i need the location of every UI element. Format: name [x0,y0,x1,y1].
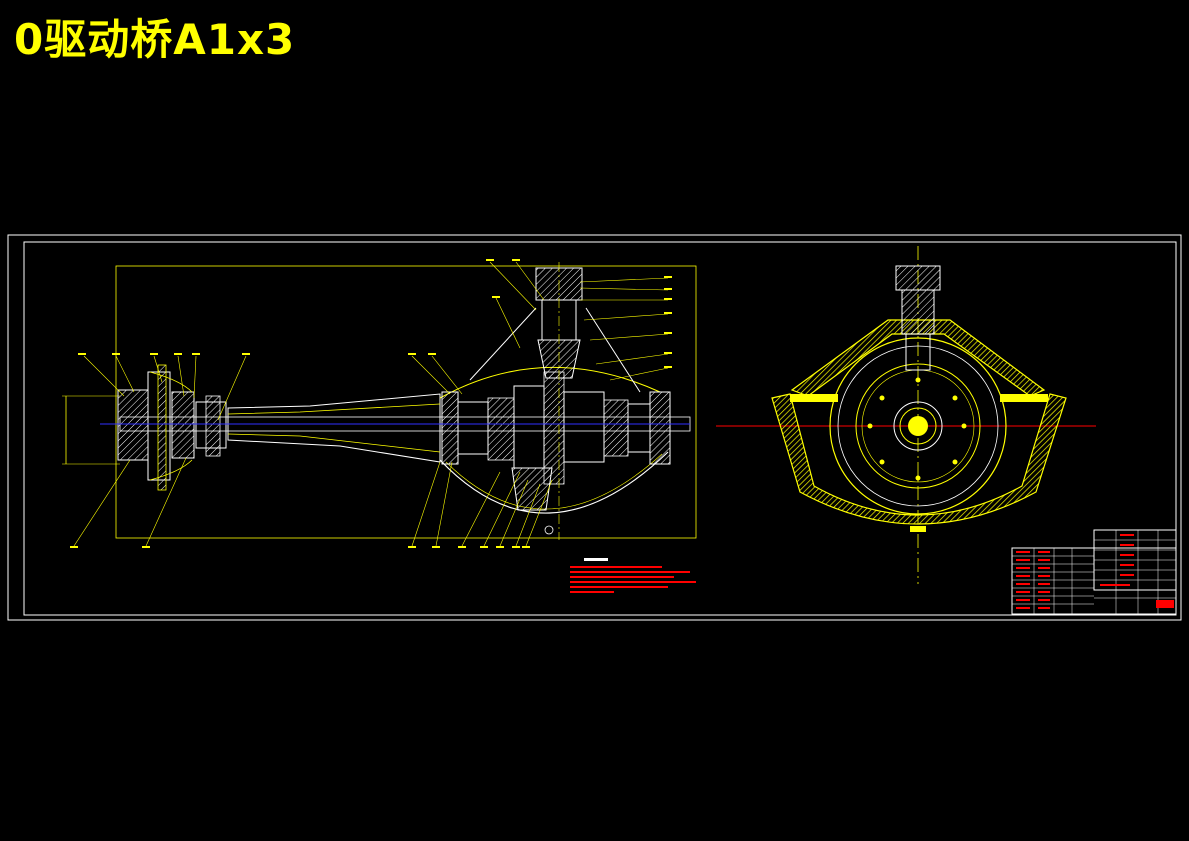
main-section-view [62,259,697,548]
side-view [716,246,1096,584]
technical-requirements [570,558,696,593]
title-block [1011,529,1177,615]
page-title: 0驱动桥A1x3 [14,15,296,64]
differential-housing-section [439,262,671,540]
hub-center [908,416,928,436]
wheel-hub-section [117,364,227,491]
drawing-frame [7,234,1182,621]
